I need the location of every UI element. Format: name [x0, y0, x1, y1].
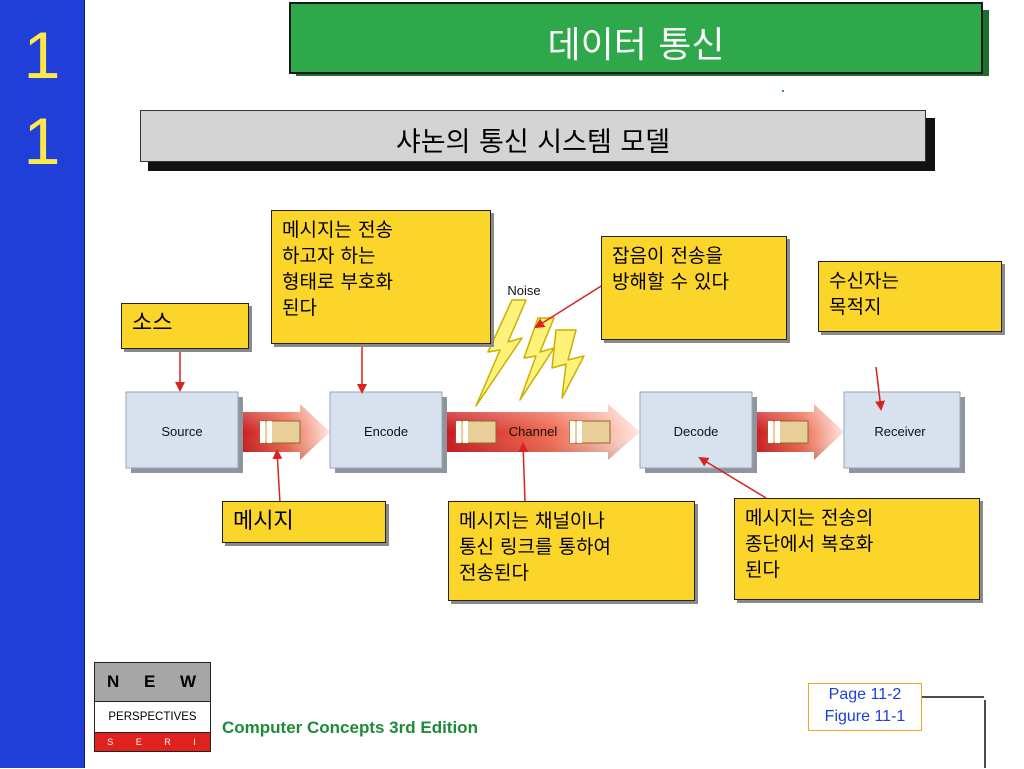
pointer-channel — [518, 442, 529, 502]
chapter-sidebar: 1 1 — [0, 0, 85, 768]
callout-encode: 메시지는 전송 하고자 하는 형태로 부호화 된다 — [271, 210, 491, 344]
pointer-receiver — [875, 366, 886, 411]
callout-noise: 잡음이 전송을 방해할 수 있다 — [601, 236, 787, 340]
stage-label-encode: Encode — [364, 424, 408, 439]
pointer-message — [272, 449, 283, 504]
callout-source: 소스 — [121, 303, 249, 349]
callout-channel: 메시지는 채널이나 통신 링크를 통하여 전송된다 — [448, 501, 695, 601]
slide-subtitle: 샤논의 통신 시스템 모델 — [395, 127, 671, 158]
callout-receiver: 수신자는 목적지 — [818, 261, 1002, 332]
message-packet-2 — [455, 420, 497, 444]
page-figure-reference: Page 11-2 Figure 11-1 — [808, 683, 922, 731]
stage-label-decode: Decode — [674, 424, 719, 439]
callout-message: 메시지 — [222, 501, 386, 543]
stage-label-receiver: Receiver — [874, 424, 926, 439]
page-reference: Page 11-2 — [828, 686, 902, 703]
message-packet-4 — [767, 420, 809, 444]
logo-series-text: S E R I E S — [95, 733, 210, 765]
figure-reference: Figure 11-1 — [824, 708, 906, 725]
book-title: Computer Concepts 3rd Edition — [222, 718, 478, 737]
stage-label-source: Source — [161, 424, 202, 439]
stage-box-encode: Encode — [329, 391, 447, 473]
stage-box-source: Source — [125, 391, 243, 473]
stage-box-decode: Decode — [639, 391, 757, 473]
title-box: 데이터 통신 — [289, 2, 983, 74]
pointer-decode — [698, 456, 767, 499]
stage-box-receiver: Receiver — [843, 391, 965, 473]
logo-perspectives-text: PERSPECTIVES — [95, 701, 210, 733]
message-packet-1 — [259, 420, 301, 444]
logo-new-text: N E W — [95, 663, 210, 701]
callout-decode: 메시지는 전송의 종단에서 복호화 된다 — [734, 498, 980, 600]
subtitle-box: 샤논의 통신 시스템 모델 — [140, 110, 926, 162]
decorative-dot — [782, 90, 784, 92]
noise-label: Noise — [507, 283, 540, 298]
chapter-digit-1: 1 — [23, 18, 61, 92]
channel-label: Channel — [509, 424, 558, 439]
page-title: 데이터 통신 — [547, 25, 725, 66]
message-packet-3 — [569, 420, 611, 444]
pointer-noise — [534, 282, 607, 329]
noise-lightning-icon — [475, 299, 585, 407]
new-perspectives-logo: N E W PERSPECTIVES S E R I E S — [94, 662, 211, 765]
flow-arrow-channel — [442, 404, 640, 460]
chapter-digit-2: 1 — [23, 104, 61, 178]
